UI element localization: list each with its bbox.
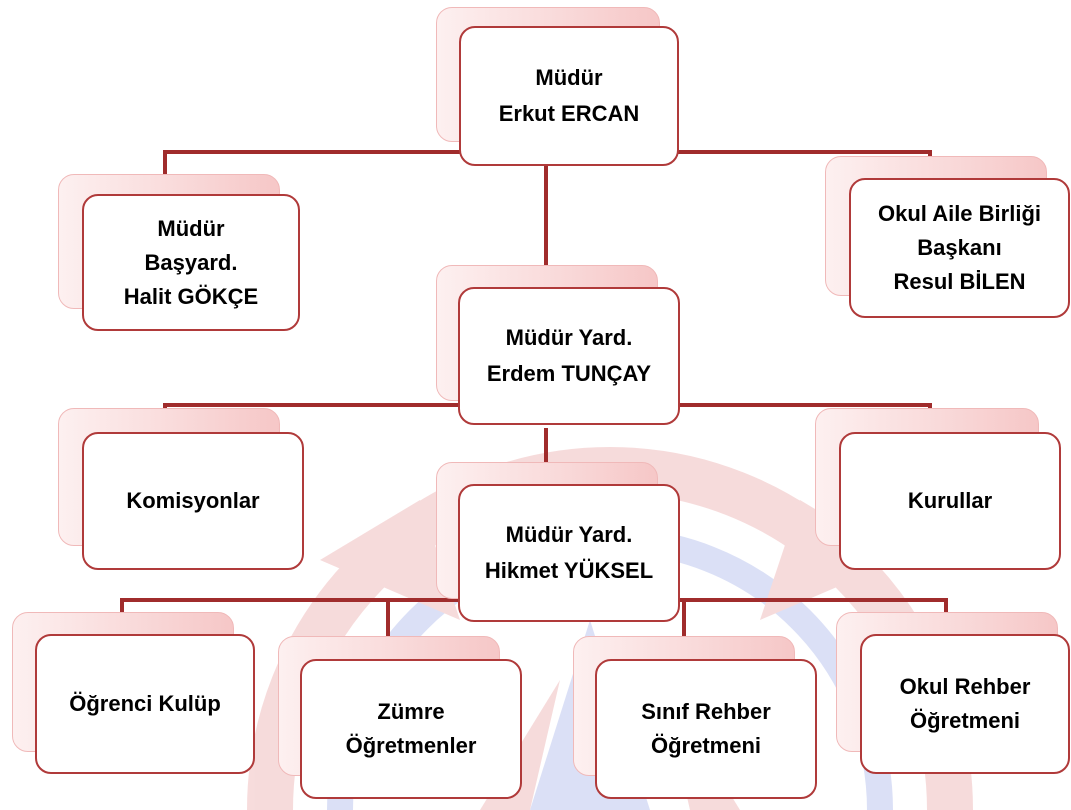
node-line: Halit GÖKÇE <box>123 283 259 309</box>
node-line: Komisyonlar <box>126 488 260 513</box>
node-line: Okul Aile Birliği <box>878 201 1041 226</box>
node-line: Hikmet YÜKSEL <box>484 558 654 583</box>
node-line: Müdür <box>535 65 603 90</box>
node-card: Kurullar <box>839 432 1061 570</box>
node-card: Müdür Erkut ERCAN <box>459 26 679 166</box>
node-card: Zümre Öğretmenler <box>300 659 522 799</box>
node-line: Erkut ERCAN <box>498 101 640 126</box>
node-line: Resul BİLEN <box>893 269 1026 294</box>
node-line: Sınıf Rehber <box>641 699 771 724</box>
node-line: Başyard. <box>144 249 238 275</box>
node-line: Müdür <box>157 215 225 241</box>
node-line: Müdür Yard. <box>505 522 633 547</box>
node-line: Okul Rehber <box>899 674 1031 699</box>
node-card: Müdür Başyard. Halit GÖKÇE <box>82 194 300 331</box>
node-card: Okul Rehber Öğretmeni <box>860 634 1070 774</box>
node-line: Erdem TUNÇAY <box>486 361 652 386</box>
node-line: Öğretmeni <box>650 733 762 758</box>
node-card: Müdür Yard. Hikmet YÜKSEL <box>458 484 680 622</box>
node-line: Kurullar <box>907 488 993 513</box>
node-card: Öğrenci Kulüp <box>35 634 255 774</box>
node-card: Okul Aile Birliği Başkanı Resul BİLEN <box>849 178 1070 318</box>
node-line: Başkanı <box>917 235 1002 260</box>
node-line: Müdür Yard. <box>505 325 633 350</box>
node-line: Zümre <box>377 699 445 724</box>
node-line: Öğretmenler <box>345 733 477 758</box>
node-card: Sınıf Rehber Öğretmeni <box>595 659 817 799</box>
node-line: Öğretmeni <box>909 708 1021 733</box>
node-line: Öğrenci Kulüp <box>69 691 221 716</box>
node-card: Müdür Yard. Erdem TUNÇAY <box>458 287 680 425</box>
node-card: Komisyonlar <box>82 432 304 570</box>
